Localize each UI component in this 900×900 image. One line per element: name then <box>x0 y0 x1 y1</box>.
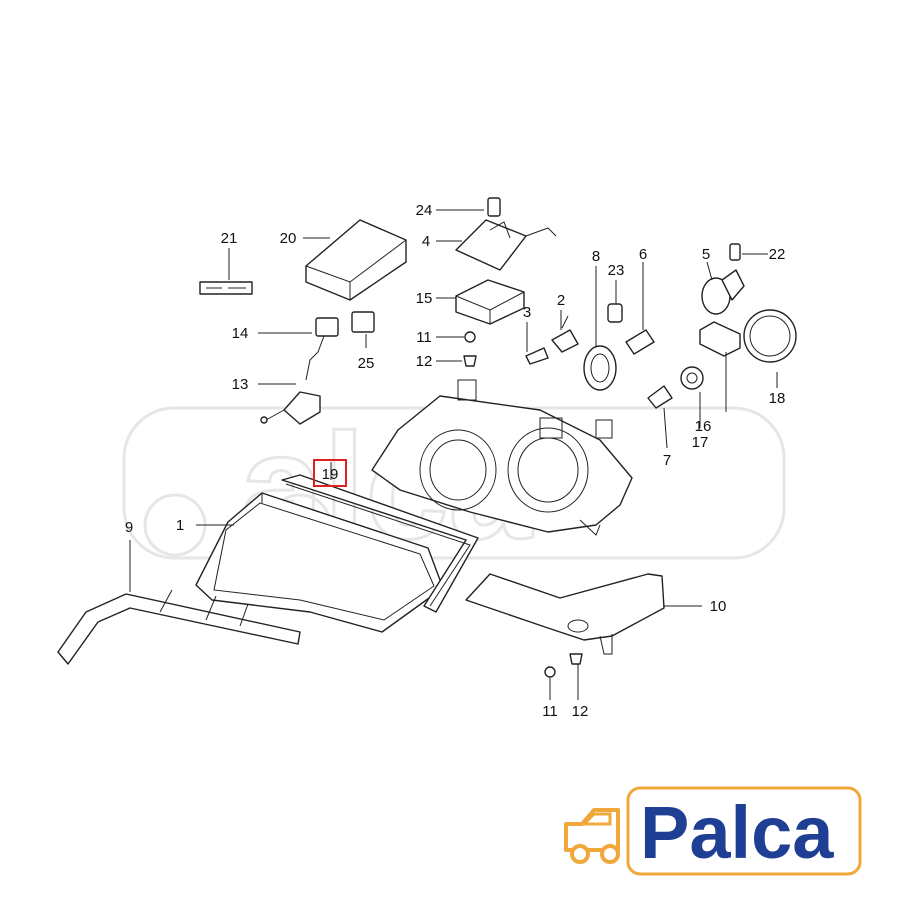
part-12-clip-lower[interactable] <box>569 653 583 665</box>
callout-15[interactable]: 15 <box>416 290 433 307</box>
callout-20[interactable]: 20 <box>280 230 297 247</box>
part-2-bulb[interactable] <box>551 315 579 353</box>
part-22-connector[interactable] <box>729 243 741 261</box>
callout-23[interactable]: 23 <box>608 262 625 279</box>
callout-labels: 21 20 14 13 25 19 1 9 24 4 15 11 12 2 3 … <box>125 202 786 720</box>
part-5-bulb-cap[interactable] <box>701 269 745 315</box>
part-16-module[interactable] <box>699 321 741 357</box>
brand-logo: Palca <box>564 786 862 876</box>
part-23-socket[interactable] <box>607 303 623 323</box>
part-13-bulb[interactable] <box>260 391 321 425</box>
callout-3[interactable]: 3 <box>523 304 531 321</box>
part-8-cover-cap[interactable] <box>583 345 617 391</box>
callout-14[interactable]: 14 <box>232 325 249 342</box>
part-7-bulb[interactable] <box>647 385 673 409</box>
part-21-label[interactable] <box>199 281 253 295</box>
part-15-ballast[interactable] <box>455 279 525 325</box>
highlight-box-19 <box>313 459 347 487</box>
part-4-control-unit-plate[interactable] <box>455 219 557 271</box>
callout-17[interactable]: 17 <box>692 434 709 451</box>
part-11-screw-upper[interactable] <box>464 331 476 343</box>
leader-lines <box>129 209 778 700</box>
part-3-bulb[interactable] <box>525 347 549 365</box>
part-12-clip-upper[interactable] <box>463 355 477 367</box>
callout-22[interactable]: 22 <box>769 246 786 263</box>
callout-19[interactable]: 19 <box>322 466 339 483</box>
callout-25[interactable]: 25 <box>358 355 375 372</box>
callout-7[interactable]: 7 <box>663 452 671 469</box>
callout-8[interactable]: 8 <box>592 248 600 265</box>
callout-11-lower[interactable]: 11 <box>542 703 558 720</box>
part-17-ring[interactable] <box>680 366 704 390</box>
part-10-bracket[interactable] <box>465 573 665 655</box>
part-25-connector[interactable] <box>351 311 375 333</box>
part-20-box[interactable] <box>305 219 407 301</box>
callout-12-lower[interactable]: 12 <box>572 703 589 720</box>
callout-4[interactable]: 4 <box>422 233 430 250</box>
part-9-trim-strip[interactable] <box>57 589 301 665</box>
callout-10[interactable]: 10 <box>710 598 727 615</box>
part-6-bulb[interactable] <box>625 329 655 355</box>
callout-2[interactable]: 2 <box>557 292 565 309</box>
callout-18[interactable]: 18 <box>769 390 786 407</box>
brand-name: Palca <box>640 791 834 874</box>
callout-11-upper[interactable]: 11 <box>416 329 432 346</box>
callout-13[interactable]: 13 <box>232 376 249 393</box>
part-11-screw-lower[interactable] <box>544 666 556 678</box>
part-24-connector[interactable] <box>487 197 501 217</box>
callout-21[interactable]: 21 <box>221 230 238 247</box>
callout-9[interactable]: 9 <box>125 519 133 536</box>
truck-icon <box>564 808 620 864</box>
part-18-round-cover[interactable] <box>743 309 797 363</box>
callout-6[interactable]: 6 <box>639 246 647 263</box>
callout-5[interactable]: 5 <box>702 246 710 263</box>
callout-24[interactable]: 24 <box>416 202 433 219</box>
callout-16[interactable]: 16 <box>695 418 712 435</box>
callout-1[interactable]: 1 <box>176 517 184 534</box>
callout-12-upper[interactable]: 12 <box>416 353 433 370</box>
part-14-connector[interactable] <box>305 317 339 381</box>
headlight-housing[interactable] <box>371 379 633 536</box>
